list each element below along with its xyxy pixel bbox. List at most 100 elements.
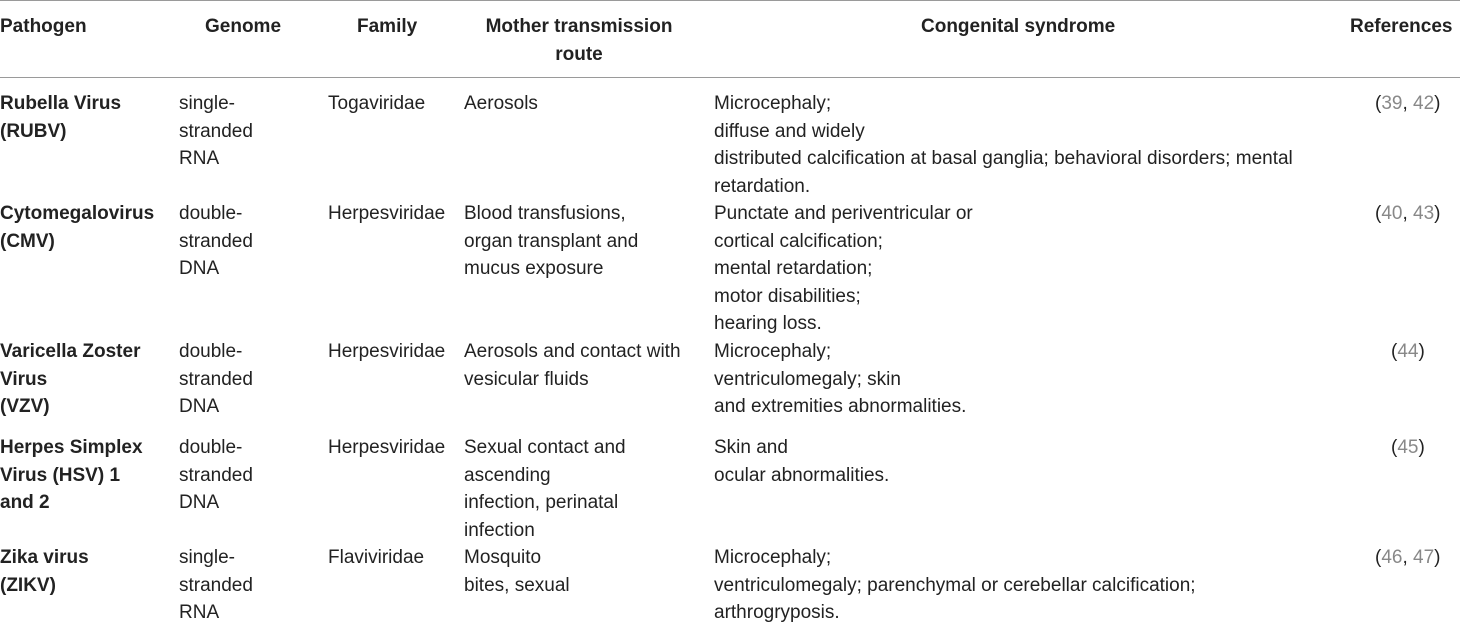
row-3-ref-1[interactable]: 44 bbox=[1397, 341, 1419, 362]
row-5-pathogen: Zika virus (ZIKV) bbox=[0, 544, 89, 599]
row-1-pathogen: Rubella Virus (RUBV) bbox=[0, 90, 121, 145]
row-3-pathogen-line-2: Virus bbox=[0, 368, 48, 390]
row-2-syndrome: Punctate and periventricular or cortical… bbox=[714, 200, 973, 338]
row-2-transmission: Blood transfusions, organ transplant and… bbox=[464, 200, 638, 283]
row-4-references: (45) bbox=[1391, 437, 1425, 458]
row-4-syndrome: Skin and ocular abnormalities. bbox=[714, 434, 889, 489]
row-5-ref-2[interactable]: 47 bbox=[1413, 547, 1435, 568]
row-1-references: (39, 42) bbox=[1375, 93, 1441, 114]
row-3-pathogen: Varicella Zoster Virus (VZV) bbox=[0, 338, 140, 421]
header-transmission: Mother transmission route bbox=[470, 13, 688, 68]
row-1-transmission-line-1: Aerosols bbox=[464, 93, 538, 114]
header-family: Family bbox=[357, 16, 418, 37]
row-2-ref-2[interactable]: 43 bbox=[1413, 203, 1435, 224]
table-top-rule bbox=[0, 0, 1460, 1]
row-2-pathogen: Cytomegalovirus (CMV) bbox=[0, 200, 154, 255]
header-transmission-line-1: Mother transmission bbox=[485, 16, 673, 37]
row-1-ref-1[interactable]: 39 bbox=[1381, 93, 1403, 114]
row-5-ref-1[interactable]: 46 bbox=[1381, 547, 1403, 568]
header-genome: Genome bbox=[205, 16, 282, 37]
row-5-genome-line-2: stranded bbox=[179, 574, 253, 596]
row-2-ref-1[interactable]: 40 bbox=[1381, 203, 1403, 224]
row-4-transmission-line-3: infection, perinatal bbox=[464, 492, 619, 513]
row-5-syndrome-line-2: ventriculomegaly; parenchymal or cerebel… bbox=[714, 574, 1196, 596]
row-3-syndrome: Microcephaly; ventriculomegaly; skin and… bbox=[714, 338, 966, 421]
row-2-syndrome-line-5: hearing loss. bbox=[714, 313, 822, 334]
row-4-transmission-line-1: Sexual contact and bbox=[464, 437, 626, 458]
row-3-syndrome-line-2: ventriculomegaly; skin bbox=[714, 368, 901, 390]
row-2-pathogen-line-1: Cytomegalovirus bbox=[0, 203, 155, 224]
row-1-genome-line-3: RNA bbox=[179, 148, 220, 169]
header-pathogen: Pathogen bbox=[0, 16, 87, 37]
row-5-transmission-line-1: Mosquito bbox=[464, 547, 542, 568]
row-3-pathogen-line-3: (VZV) bbox=[0, 396, 50, 417]
row-4-syndrome-line-1: Skin and bbox=[714, 437, 788, 458]
row-3-genome-line-2: stranded bbox=[179, 368, 253, 390]
row-1-syndrome-line-3: distributed calcification at basal gangl… bbox=[714, 148, 1293, 169]
row-2-genome-line-1: double- bbox=[179, 203, 243, 224]
row-2-genome: double- stranded DNA bbox=[179, 200, 253, 283]
row-3-transmission-line-2: vesicular fluids bbox=[464, 368, 589, 390]
header-transmission-line-2: route bbox=[555, 43, 603, 65]
row-4-syndrome-line-2: ocular abnormalities. bbox=[714, 464, 890, 486]
row-4-transmission: Sexual contact and ascending infection, … bbox=[464, 434, 626, 544]
row-4-pathogen-line-1: Herpes Simplex bbox=[0, 437, 143, 458]
row-4-genome: double- stranded DNA bbox=[179, 434, 253, 517]
row-1-syndrome-line-4: retardation. bbox=[714, 175, 811, 197]
header-bottom-rule bbox=[0, 77, 1460, 78]
row-2-syndrome-line-3: mental retardation; bbox=[714, 258, 873, 279]
row-1-transmission: Aerosols bbox=[464, 90, 538, 118]
row-2-syndrome-line-1: Punctate and periventricular or bbox=[714, 203, 973, 224]
row-4-genome-line-2: stranded bbox=[179, 464, 253, 486]
row-3-syndrome-line-3: and extremities abnormalities. bbox=[714, 396, 967, 417]
row-5-genome: single- stranded RNA bbox=[179, 544, 253, 627]
row-5-references: (46, 47) bbox=[1375, 547, 1441, 568]
row-2-transmission-line-3: mucus exposure bbox=[464, 258, 604, 279]
row-5-transmission-line-2: bites, sexual bbox=[464, 574, 570, 596]
header-references: References bbox=[1350, 16, 1453, 37]
row-2-genome-line-3: DNA bbox=[179, 258, 220, 279]
row-4-ref-1[interactable]: 45 bbox=[1397, 437, 1419, 458]
row-4-family: Herpesviridae bbox=[328, 437, 446, 458]
row-4-genome-line-3: DNA bbox=[179, 492, 220, 513]
row-3-transmission: Aerosols and contact with vesicular flui… bbox=[464, 338, 681, 393]
row-2-transmission-line-2: organ transplant and bbox=[464, 230, 639, 252]
row-2-family: Herpesviridae bbox=[328, 203, 446, 224]
row-5-syndrome-line-3: arthrogryposis. bbox=[714, 602, 840, 623]
row-1-genome: single- stranded RNA bbox=[179, 90, 253, 173]
row-5-genome-line-3: RNA bbox=[179, 602, 220, 623]
row-4-transmission-line-2: ascending bbox=[464, 464, 551, 486]
row-1-genome-line-1: single- bbox=[179, 93, 235, 114]
row-4-pathogen-line-2: Virus (HSV) 1 bbox=[0, 464, 121, 486]
row-4-pathogen-line-3: and 2 bbox=[0, 492, 50, 513]
row-1-syndrome-line-2: diffuse and widely bbox=[714, 120, 865, 142]
row-1-syndrome: Microcephaly; diffuse and widely distrib… bbox=[714, 90, 1293, 200]
row-5-transmission: Mosquito bites, sexual bbox=[464, 544, 570, 599]
row-3-transmission-line-1: Aerosols and contact with bbox=[464, 341, 681, 362]
row-4-transmission-line-4: infection bbox=[464, 519, 535, 541]
row-5-genome-line-1: single- bbox=[179, 547, 235, 568]
row-5-pathogen-line-2: (ZIKV) bbox=[0, 574, 56, 596]
row-2-syndrome-line-2: cortical calcification; bbox=[714, 230, 883, 252]
row-5-syndrome-line-1: Microcephaly; bbox=[714, 547, 832, 568]
header-syndrome: Congenital syndrome bbox=[921, 16, 1116, 37]
row-3-pathogen-line-1: Varicella Zoster bbox=[0, 341, 141, 362]
row-3-family: Herpesviridae bbox=[328, 341, 446, 362]
row-3-genome-line-1: double- bbox=[179, 341, 243, 362]
row-5-syndrome: Microcephaly; ventriculomegaly; parenchy… bbox=[714, 544, 1196, 627]
row-1-genome-line-2: stranded bbox=[179, 120, 253, 142]
row-1-pathogen-line-2: (RUBV) bbox=[0, 120, 67, 142]
row-4-genome-line-1: double- bbox=[179, 437, 243, 458]
row-2-references: (40, 43) bbox=[1375, 203, 1441, 224]
row-1-family: Togaviridae bbox=[328, 93, 426, 114]
row-3-syndrome-line-1: Microcephaly; bbox=[714, 341, 832, 362]
row-5-pathogen-line-1: Zika virus bbox=[0, 547, 89, 568]
row-1-pathogen-line-1: Rubella Virus bbox=[0, 93, 122, 114]
row-5-family: Flaviviridae bbox=[328, 547, 425, 568]
row-2-genome-line-2: stranded bbox=[179, 230, 253, 252]
row-3-references: (44) bbox=[1391, 341, 1425, 362]
row-1-syndrome-line-1: Microcephaly; bbox=[714, 93, 832, 114]
row-1-ref-2[interactable]: 42 bbox=[1413, 93, 1435, 114]
row-2-syndrome-line-4: motor disabilities; bbox=[714, 285, 861, 307]
